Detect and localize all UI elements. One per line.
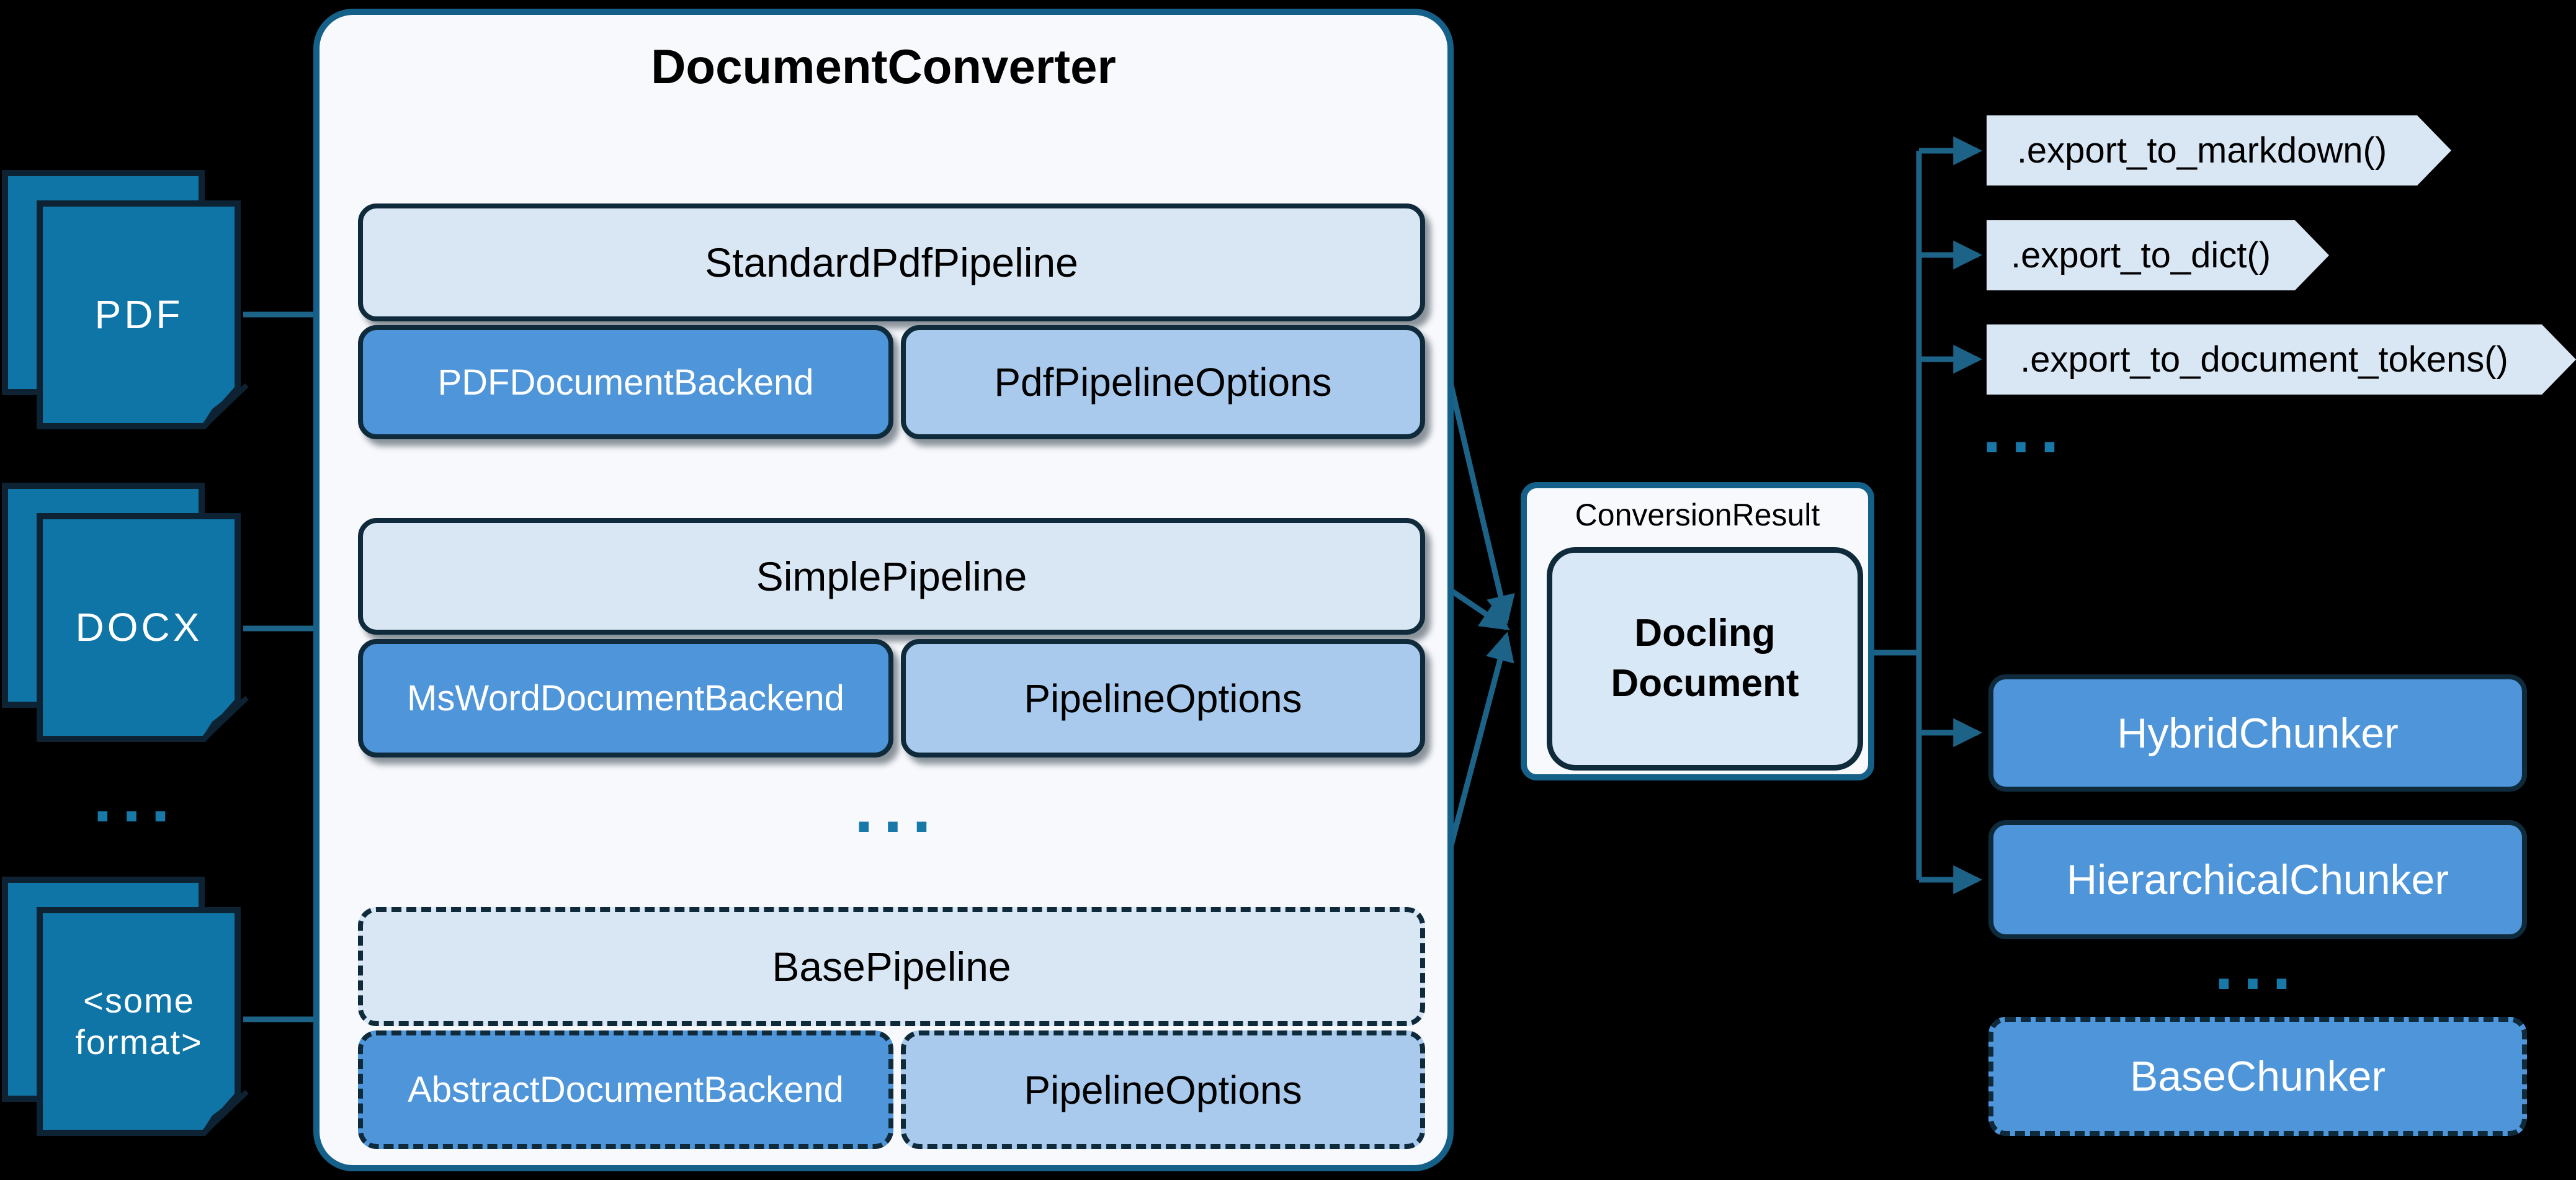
- pipeline-box-standard-pdf: StandardPdfPipeline: [358, 203, 1425, 321]
- chunker-box-hybrid: HybridChunker: [1988, 674, 2527, 792]
- input-doc-docx: DOCX: [2, 483, 250, 743]
- chunker-box-hierarchical: HierarchicalChunker: [1988, 820, 2527, 939]
- exports-ellipsis: ...: [1982, 390, 2069, 467]
- export-to-document-tokens-tag: .export_to_document_tokens(): [1987, 324, 2576, 395]
- input-doc-other-label: <some format>: [75, 981, 203, 1062]
- backend-box-pdf: PDFDocumentBackend: [358, 325, 893, 439]
- pipeline-box-simple: SimplePipeline: [358, 518, 1425, 635]
- options-box-base: PipelineOptions: [901, 1030, 1425, 1149]
- inputs-ellipsis: ...: [93, 759, 180, 836]
- page-fold-icon: [202, 695, 249, 741]
- conversion-result-box: ConversionResult Docling Document: [1521, 482, 1874, 780]
- input-doc-docx-label: DOCX: [75, 604, 203, 650]
- converter-ellipsis: ...: [854, 770, 941, 847]
- pipeline-box-base: BasePipeline: [358, 907, 1425, 1026]
- conversion-result-label: ConversionResult: [1575, 498, 1820, 532]
- export-to-markdown-tag: .export_to_markdown(): [1987, 115, 2451, 185]
- backend-box-msword: MsWordDocumentBackend: [358, 639, 893, 758]
- input-doc-pdf-label: PDF: [94, 292, 184, 337]
- chunkers-ellipsis: ...: [2214, 927, 2301, 1004]
- options-box-simple: PipelineOptions: [901, 639, 1425, 758]
- document-pages-icon: [2, 483, 249, 742]
- document-pages-icon: [2, 877, 249, 1136]
- page-fold-icon: [202, 383, 249, 428]
- options-box-pdf: PdfPipelineOptions: [901, 325, 1425, 439]
- document-converter-title: DocumentConverter: [651, 39, 1116, 94]
- input-doc-other: <some format>: [2, 877, 250, 1137]
- input-doc-pdf: PDF: [2, 170, 250, 431]
- chunker-box-base: BaseChunker: [1988, 1017, 2527, 1136]
- docling-document-box: Docling Document: [1547, 547, 1863, 771]
- document-pages-icon: [2, 170, 249, 429]
- page-fold-icon: [202, 1089, 249, 1135]
- backend-box-abstract: AbstractDocumentBackend: [358, 1030, 893, 1149]
- document-converter-box: DocumentConverter StandardPdfPipeline PD…: [313, 9, 1454, 1171]
- export-to-dict-tag: .export_to_dict(): [1987, 220, 2329, 290]
